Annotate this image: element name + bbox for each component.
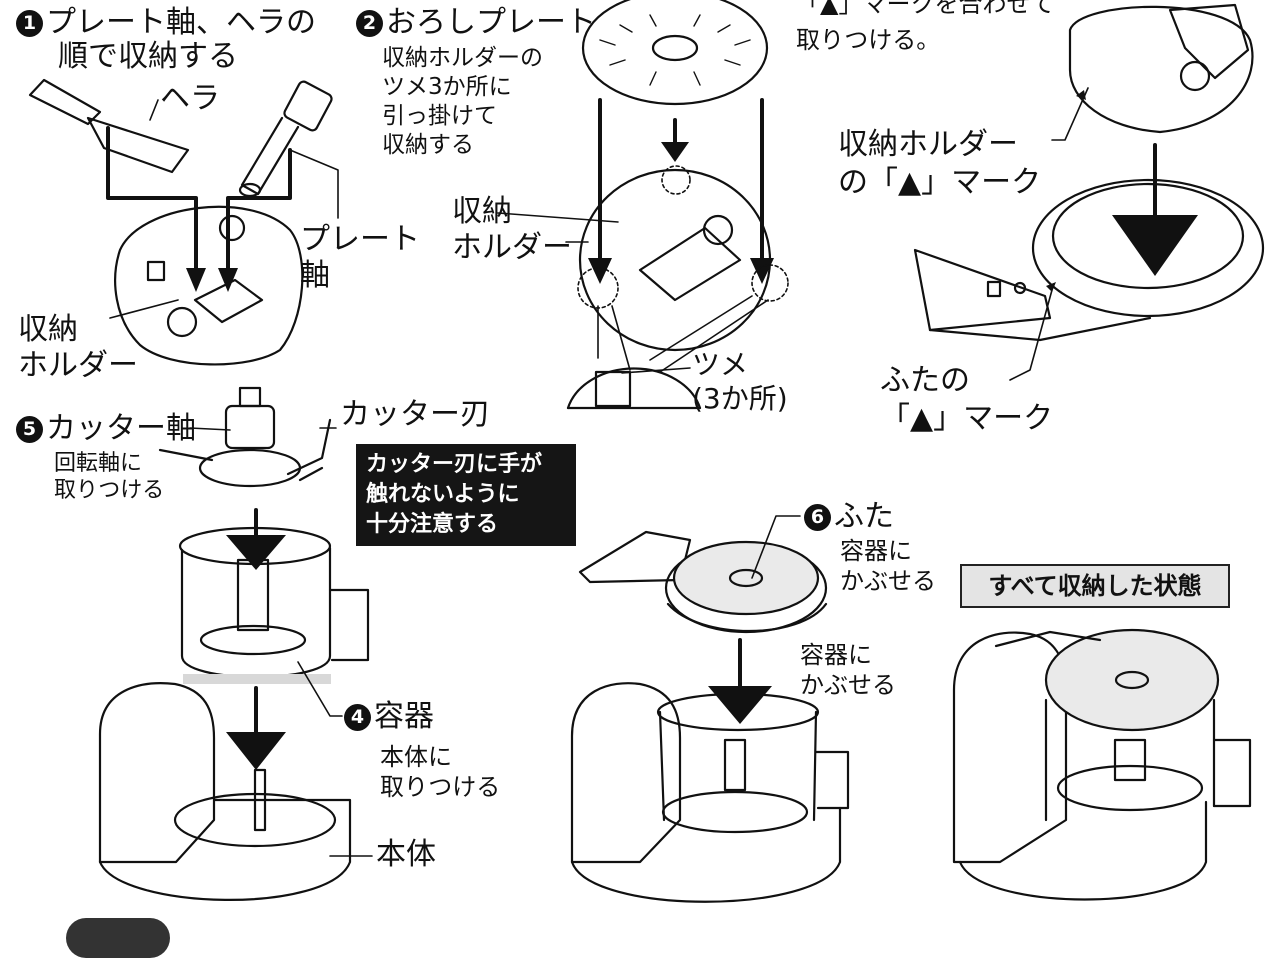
- stored-state-part: [952, 628, 1252, 901]
- holder-label-1: 収納 ホルダー: [18, 312, 138, 383]
- container-part-4: [178, 526, 370, 679]
- step3-description: 「▲」マークを合わせて 取りつける。: [796, 0, 1055, 54]
- holder-disc-3: [1068, 3, 1254, 134]
- spatula-part: [28, 78, 190, 174]
- plate-shaft-label: プレート 軸: [300, 222, 420, 293]
- stored-state-title: すべて収納した状態: [960, 564, 1230, 608]
- body-part-6: [570, 682, 850, 903]
- step6-description: 容器に かぶせる: [840, 537, 936, 595]
- illustration: [28, 0, 1265, 903]
- tsume-label: ツメ (3か所): [692, 348, 788, 415]
- holder-label-2: 収納 ホルダー: [452, 194, 572, 265]
- cutter-shaft-part: [158, 386, 332, 488]
- lid-part-6: [578, 530, 828, 634]
- step4-description: 本体に 取りつける: [380, 743, 501, 801]
- grating-plate: [581, 0, 769, 106]
- warning-box: カッター刃に手が 触れないように 十分注意する: [356, 444, 576, 546]
- tsume-zoom: [566, 295, 769, 410]
- lid-part-3: [913, 178, 1265, 342]
- section-tab: [66, 918, 170, 958]
- over-container-label: 容器に かぶせる: [800, 641, 896, 699]
- body-label: 本体: [376, 837, 436, 872]
- cutter-blade-label: カッター刃: [340, 397, 490, 432]
- holder-disc-1: [114, 205, 304, 366]
- panel1-arrows: [106, 126, 292, 278]
- lid-mark-label: ふたの 「▲」マーク: [880, 363, 1054, 436]
- body-part-4: [98, 682, 352, 901]
- step2-description: 収納ホルダーの ツメ3か所に 引っ掛けて 収納する: [382, 45, 543, 158]
- plate-shaft-part: [238, 80, 333, 198]
- step5-description: 回転軸に 取りつける: [54, 451, 165, 503]
- spatula-label: ヘラ: [160, 81, 220, 116]
- step1-title-line2: 順で収納する: [58, 39, 238, 74]
- holder-mark-label: 収納ホルダー の「▲」マーク: [838, 127, 1042, 200]
